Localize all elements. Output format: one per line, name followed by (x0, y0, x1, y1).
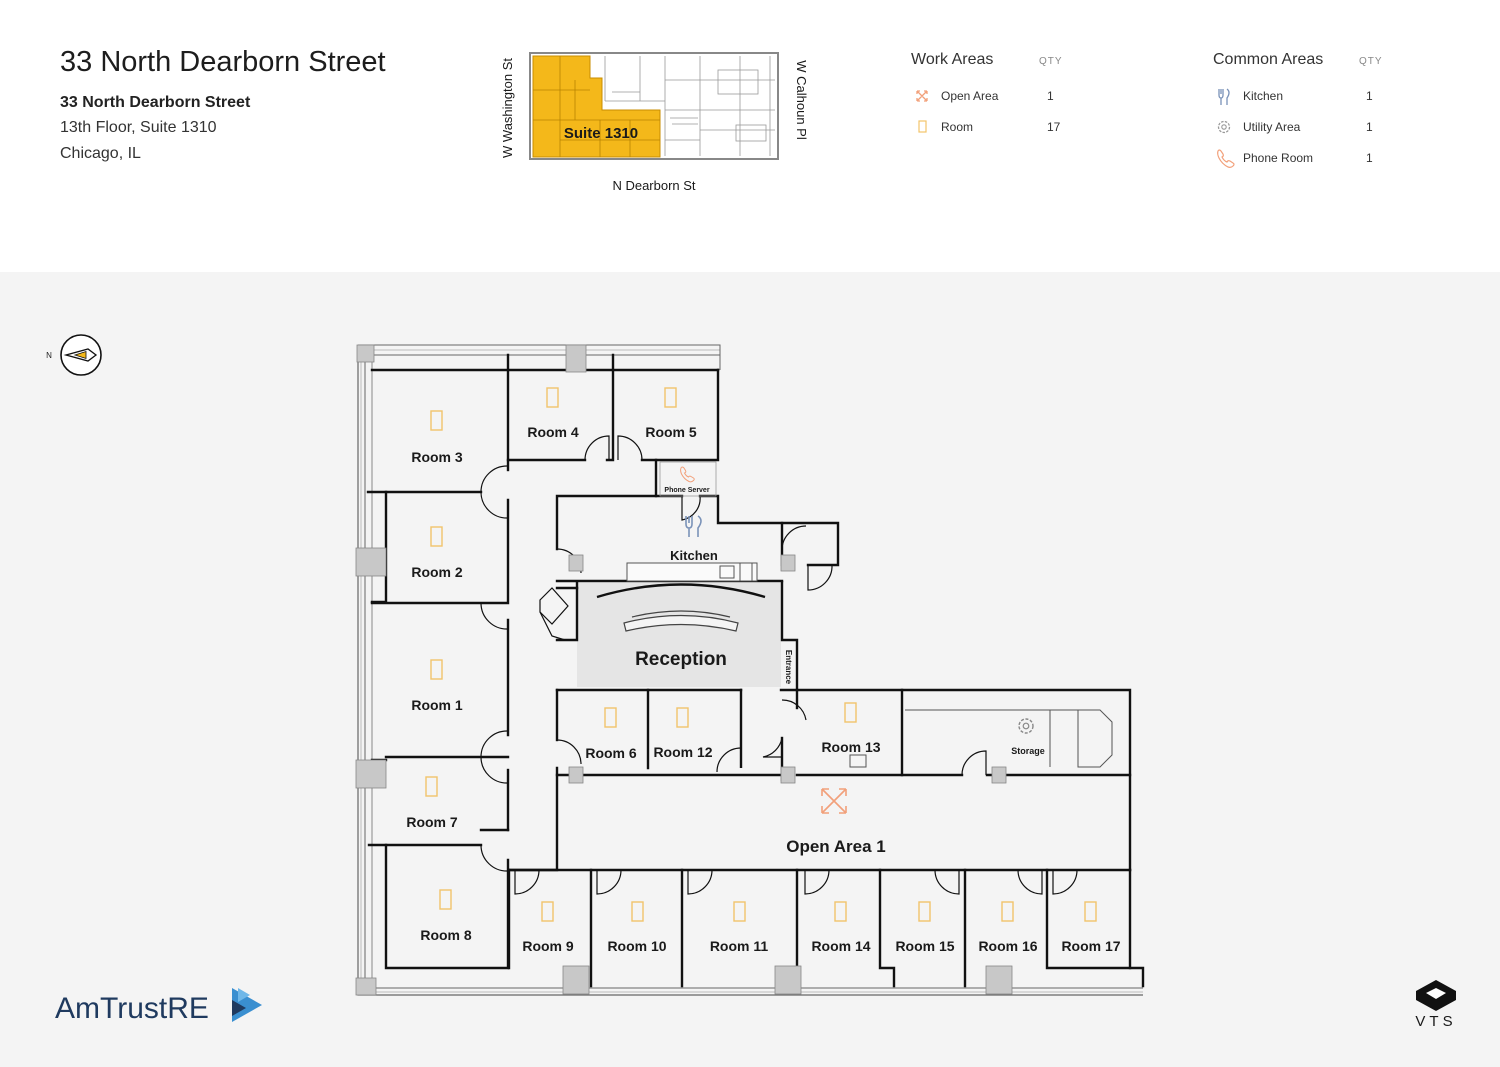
storage-label: Storage (1011, 746, 1045, 756)
page-title: 33 North Dearborn Street (60, 46, 386, 78)
legend-phone-room-label: Phone Room (1243, 151, 1314, 165)
common-areas-heading: Common Areas (1213, 51, 1324, 68)
door-swings (480, 435, 1078, 895)
reception-floor (577, 583, 781, 687)
structural-columns (355, 344, 1013, 996)
address-line-1: 33 North Dearborn Street (60, 94, 251, 111)
kitchen-icon (1218, 88, 1230, 105)
open-area-label: Open Area 1 (786, 837, 886, 856)
room-7-label: Room 7 (406, 814, 458, 830)
phone-plan-icon (680, 466, 695, 483)
legend-phone-room-qty: 1 (1366, 151, 1373, 165)
legend-utility-label: Utility Area (1243, 120, 1301, 134)
keymap-street-left: W Washington St (500, 58, 515, 158)
room-1-label: Room 1 (411, 697, 463, 713)
room-14-label: Room 14 (811, 938, 870, 954)
work-areas-heading: Work Areas (911, 51, 994, 68)
compass: N (46, 334, 102, 376)
open-area-icon (916, 90, 928, 102)
keymap-street-right: W Calhoun Pl (794, 60, 809, 140)
phone-server-room (659, 461, 717, 497)
kitchen-label: Kitchen (670, 548, 718, 563)
keymap-suite-label: Suite 1310 (564, 125, 638, 142)
room-3-label: Room 3 (411, 449, 463, 465)
legend-kitchen-label: Kitchen (1243, 89, 1284, 103)
vts-logo: VTS (1415, 980, 1456, 1030)
legend-utility-qty: 1 (1366, 120, 1373, 134)
work-areas-qty-label: QTY (1039, 56, 1063, 67)
room-12-label: Room 12 (653, 744, 712, 760)
room-16-label: Room 16 (978, 938, 1037, 954)
vts-wordmark: VTS (1415, 1013, 1456, 1030)
room-5-label: Room 5 (645, 424, 697, 440)
storage-gear-icon (1018, 718, 1034, 734)
compass-north-label: N (46, 351, 52, 360)
room-10-label: Room 10 (607, 938, 666, 954)
legend-open-area-label: Open Area (941, 89, 999, 103)
common-areas-qty-label: QTY (1359, 56, 1383, 67)
legend-room-qty: 17 (1047, 120, 1061, 134)
room-9-label: Room 9 (522, 938, 574, 954)
phone-server-label: Phone Server (664, 487, 709, 494)
legend-open-area-qty: 1 (1047, 89, 1054, 103)
legend-kitchen-qty: 1 (1366, 89, 1373, 103)
room-icons (425, 387, 1097, 922)
legend-room-label: Room (941, 120, 974, 134)
room-4-label: Room 4 (527, 424, 579, 440)
reception-desk (596, 583, 766, 632)
key-map: Suite 1310 W Washington St W Calhoun Pl … (500, 52, 809, 193)
gear-icon (1217, 120, 1231, 134)
room-8-label: Room 8 (420, 927, 472, 943)
room-11-label: Room 11 (710, 938, 769, 954)
kitchen-plan-icon (685, 515, 702, 537)
phone-icon (1217, 149, 1235, 168)
kitchen-counter (626, 562, 758, 582)
room-6-label: Room 6 (585, 745, 637, 761)
amtrust-logo: AmTrustRE (55, 988, 262, 1025)
address-line-3: Chicago, IL (60, 145, 141, 162)
room-17-label: Room 17 (1061, 938, 1120, 954)
room-13-label: Room 13 (821, 739, 880, 755)
room-icon (918, 120, 927, 133)
reception-label: Reception (635, 649, 727, 670)
address-line-2: 13th Floor, Suite 1310 (60, 119, 217, 136)
amtrust-wordmark: AmTrustRE (55, 992, 209, 1025)
open-area-plan-icon (821, 788, 847, 814)
entrance-label: Entrance (784, 650, 793, 685)
keymap-street-bottom: N Dearborn St (612, 178, 695, 193)
storage-room (849, 709, 1113, 768)
room-2-label: Room 2 (411, 564, 463, 580)
room-15-label: Room 15 (895, 938, 954, 954)
